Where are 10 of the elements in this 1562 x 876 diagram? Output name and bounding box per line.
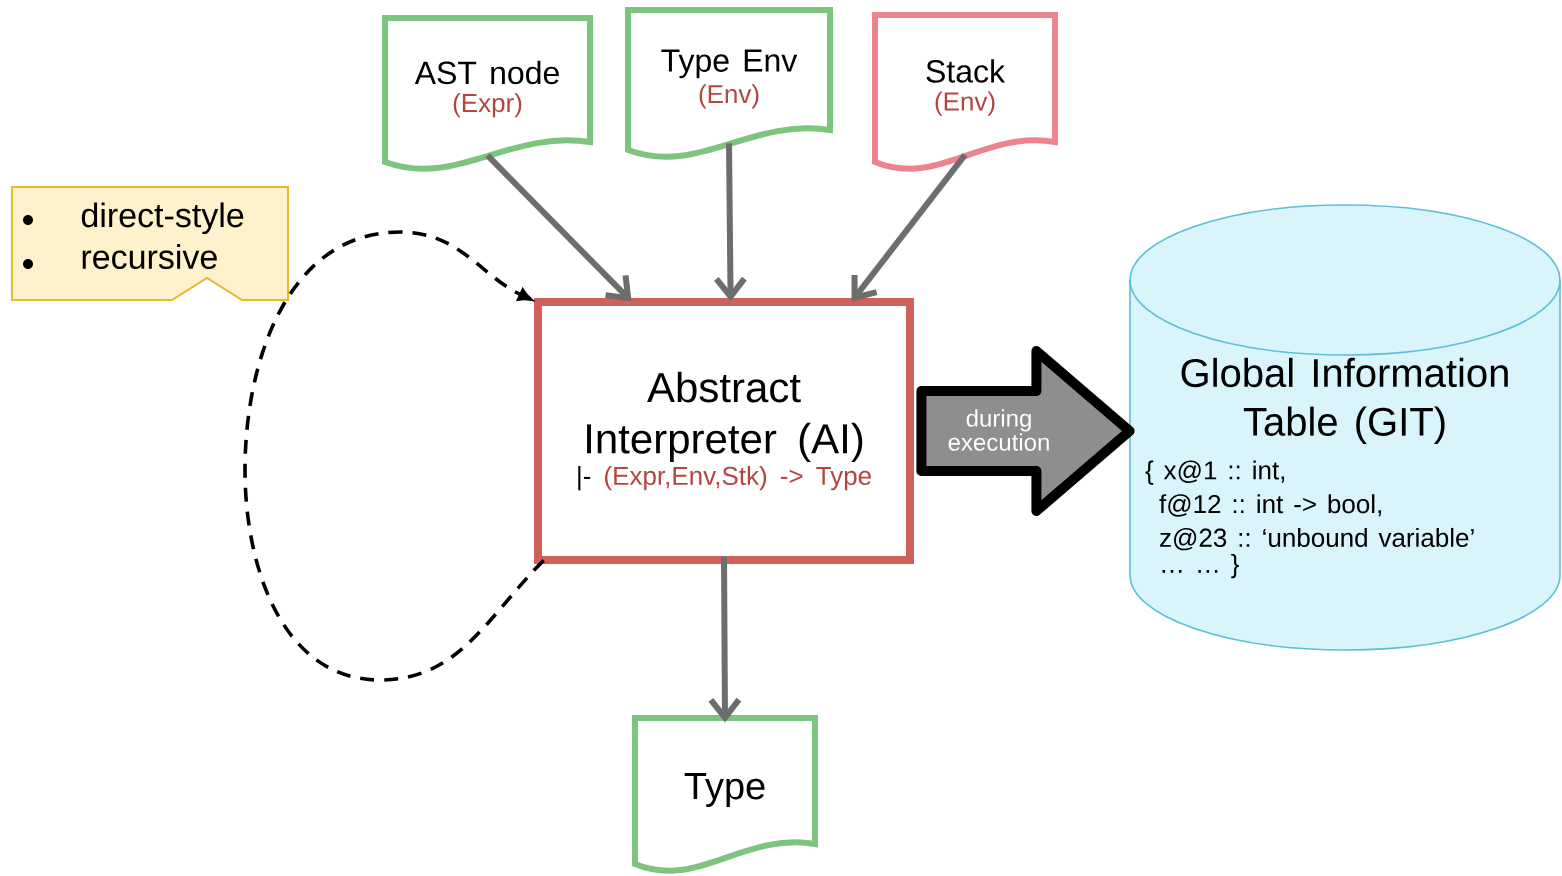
arrow xyxy=(714,143,747,302)
process-box: Abstract Interpreter (AI) |- (Expr,Env,Stk) -> Type xyxy=(534,298,914,564)
edge-label: during execution xyxy=(948,409,1049,451)
loop-arrow xyxy=(243,230,545,682)
block-arrow xyxy=(916,346,1135,516)
database-cylinder: Global Information Table (GIT) { x@1 :: int, f@12 :: int -> bool, z@23 :: ‘unbound variable’ … … } xyxy=(1129,204,1561,651)
arrow xyxy=(851,153,968,302)
callout-note: direct-style recursive xyxy=(11,186,289,301)
arrow xyxy=(485,153,632,302)
arrow xyxy=(708,556,742,723)
